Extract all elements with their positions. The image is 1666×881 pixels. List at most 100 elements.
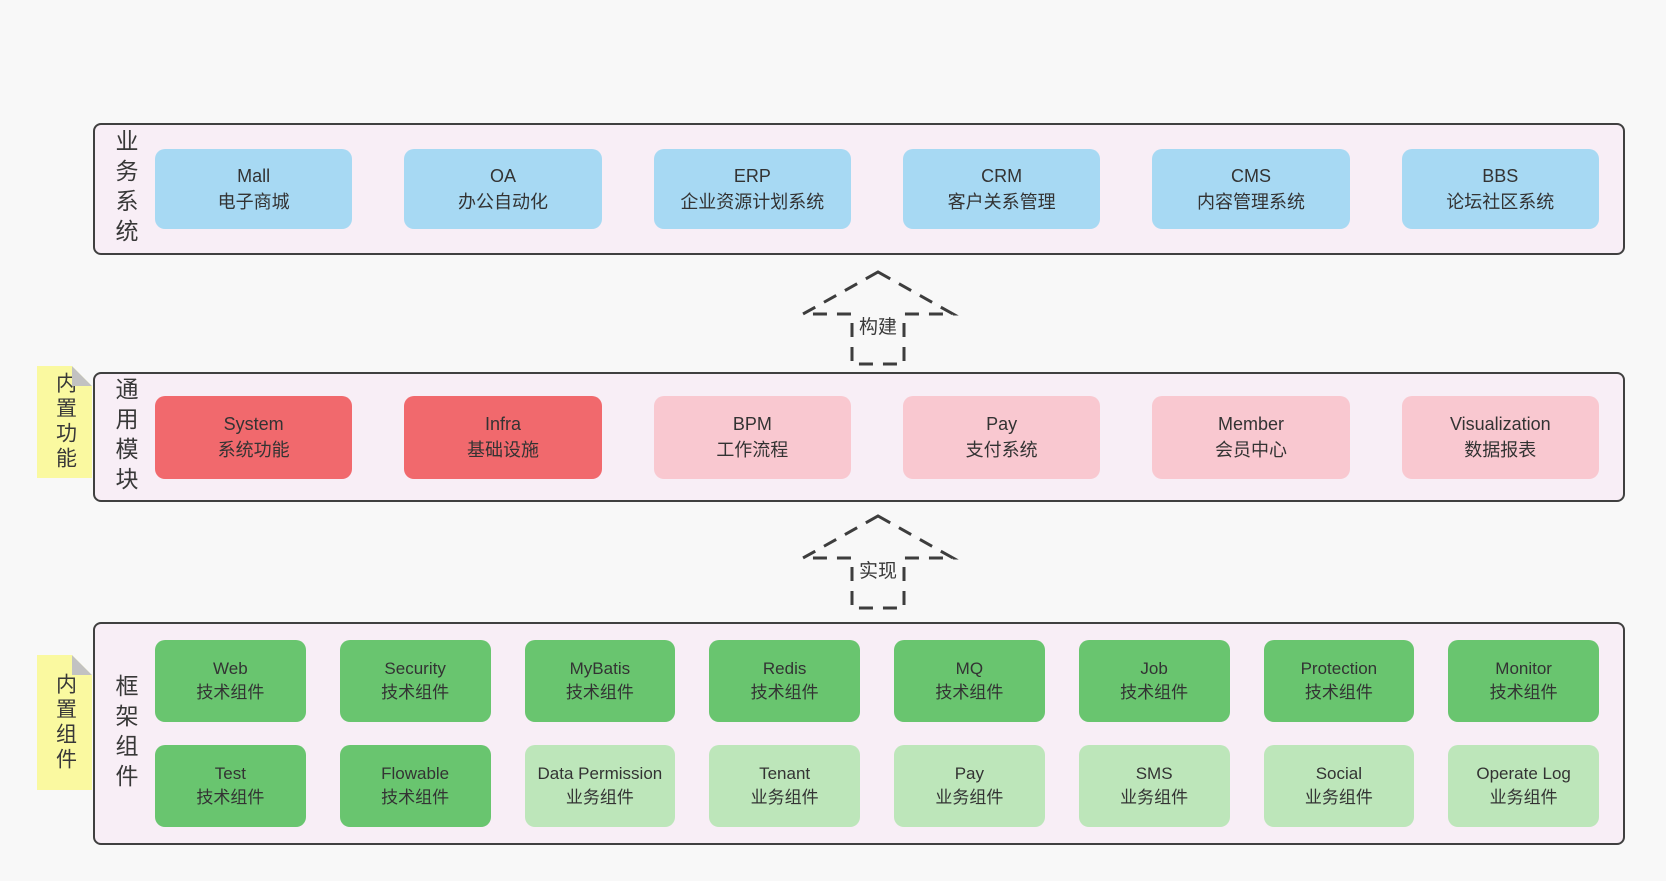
box-name: SMS (1135, 764, 1173, 784)
box-web: Web 技术组件 (155, 640, 306, 722)
box-name: BBS (1482, 165, 1519, 186)
box-desc: 技术组件 (381, 788, 450, 807)
box-flowable: Flowable 技术组件 (339, 745, 491, 827)
box-desc: 支付系统 (965, 440, 1038, 460)
box-name: Security (384, 659, 446, 679)
box-desc: 电子商城 (217, 192, 290, 212)
box-name: Flowable (381, 764, 450, 784)
box-test: Test 技术组件 (155, 745, 306, 827)
box-desc: 技术组件 (1489, 683, 1558, 702)
box-name: CMS (1230, 165, 1271, 186)
layer-business-systems: 业务系统 Mall 电子商城 OA 办公自动化 ERP 企业资源计划系统 CRM… (93, 123, 1625, 255)
box-mq: MQ 技术组件 (894, 640, 1045, 722)
box-desc: 业务组件 (1120, 788, 1189, 807)
box-security: Security 技术组件 (339, 640, 491, 722)
box-bbs: BBS 论坛社区系统 (1401, 149, 1599, 229)
box-monitor: Monitor 技术组件 (1448, 640, 1599, 722)
box-member: Member 会员中心 (1152, 395, 1350, 479)
module-boxes: System 系统功能 Infra 基础设施 BPM 工作流程 Pay 支付系统… (155, 395, 1623, 479)
sticky-note-built-in-features: 内置功能 (37, 366, 92, 478)
box-desc: 技术组件 (935, 683, 1004, 702)
box-cms: CMS 内容管理系统 (1152, 149, 1350, 229)
box-name: Web (213, 659, 248, 679)
box-pay-component: Pay 业务组件 (894, 745, 1045, 827)
box-name: MQ (955, 659, 984, 679)
box-desc: 技术组件 (1120, 683, 1189, 702)
layer-common-modules: 通用模块 System 系统功能 Infra 基础设施 BPM 工作流程 Pay… (93, 372, 1625, 502)
business-boxes: Mall 电子商城 OA 办公自动化 ERP 企业资源计划系统 CRM 客户关系… (155, 149, 1623, 229)
box-system: System 系统功能 (155, 395, 353, 479)
box-infra: Infra 基础设施 (404, 395, 602, 479)
box-desc: 业务组件 (750, 788, 819, 807)
box-tenant: Tenant 业务组件 (709, 745, 860, 827)
box-oa: OA 办公自动化 (404, 149, 602, 229)
box-erp: ERP 企业资源计划系统 (653, 149, 851, 229)
build-arrow-label: 构建 (854, 312, 902, 339)
box-pay-system: Pay 支付系统 (902, 395, 1101, 479)
box-desc: 办公自动化 (457, 192, 548, 212)
box-name: Mall (237, 165, 271, 186)
box-name: Pay (954, 764, 985, 784)
box-name: Social (1315, 764, 1363, 784)
box-desc: 技术组件 (196, 788, 265, 807)
box-desc: 业务组件 (565, 788, 634, 807)
box-desc: 技术组件 (750, 683, 819, 702)
layer-modules-label: 通用模块 (112, 377, 138, 497)
box-desc: 会员中心 (1214, 440, 1287, 460)
layer-framework-components: 框架组件 Web 技术组件 Security 技术组件 MyBatis 技术组件… (93, 622, 1625, 845)
layer-components-label: 框架组件 (112, 673, 138, 794)
sticky-note-built-in-components: 内置组件 (37, 655, 92, 790)
implement-arrow: 实现 (793, 512, 963, 612)
box-desc: 系统功能 (217, 440, 290, 460)
box-desc: 客户关系管理 (947, 192, 1056, 212)
component-boxes: Web 技术组件 Security 技术组件 MyBatis 技术组件 Redi… (155, 640, 1623, 827)
box-name: Job (1140, 659, 1168, 679)
box-name: Protection (1300, 659, 1378, 679)
box-name: ERP (733, 165, 771, 186)
box-desc: 基础设施 (466, 440, 539, 460)
box-name: CRM (981, 165, 1023, 186)
box-crm: CRM 客户关系管理 (902, 149, 1101, 229)
box-desc: 技术组件 (381, 683, 450, 702)
box-sms: SMS 业务组件 (1078, 745, 1230, 827)
box-name: Redis (762, 659, 807, 679)
box-name: OA (489, 165, 516, 186)
box-desc: 工作流程 (716, 440, 789, 460)
box-protection: Protection 技术组件 (1263, 640, 1415, 722)
box-name: Monitor (1495, 659, 1552, 679)
box-name: Tenant (759, 764, 811, 784)
box-desc: 技术组件 (1304, 683, 1373, 702)
box-desc: 技术组件 (196, 683, 265, 702)
box-desc: 内容管理系统 (1196, 192, 1305, 212)
box-redis: Redis 技术组件 (709, 640, 860, 722)
box-name: Member (1217, 413, 1284, 434)
box-name: Data Permission (537, 764, 663, 784)
box-visualization: Visualization 数据报表 (1401, 395, 1599, 479)
box-name: Infra (484, 413, 521, 434)
sticky-note-text: 内置组件 (53, 672, 77, 773)
box-operate-log: Operate Log 业务组件 (1448, 745, 1599, 827)
box-mybatis: MyBatis 技术组件 (524, 640, 676, 722)
box-desc: 企业资源计划系统 (680, 192, 825, 212)
box-name: Visualization (1449, 413, 1551, 434)
implement-arrow-label: 实现 (854, 556, 902, 583)
box-desc: 数据报表 (1464, 440, 1537, 460)
folded-corner-icon (72, 655, 92, 675)
box-name: System (223, 413, 284, 434)
sticky-note-text: 内置功能 (53, 372, 77, 472)
box-desc: 技术组件 (565, 683, 634, 702)
build-arrow: 构建 (793, 268, 963, 368)
box-desc: 业务组件 (935, 788, 1004, 807)
box-name: BPM (732, 413, 772, 434)
box-desc: 业务组件 (1489, 788, 1558, 807)
box-job: Job 技术组件 (1078, 640, 1230, 722)
box-name: Pay (986, 413, 1018, 434)
box-name: MyBatis (569, 659, 631, 679)
box-name: Test (214, 764, 246, 784)
box-data-permission: Data Permission 业务组件 (524, 745, 676, 827)
box-bpm: BPM 工作流程 (653, 395, 851, 479)
box-mall: Mall 电子商城 (155, 149, 353, 229)
layer-business-label: 业务系统 (112, 129, 138, 249)
box-name: Operate Log (1476, 764, 1571, 784)
box-desc: 论坛社区系统 (1446, 192, 1555, 212)
